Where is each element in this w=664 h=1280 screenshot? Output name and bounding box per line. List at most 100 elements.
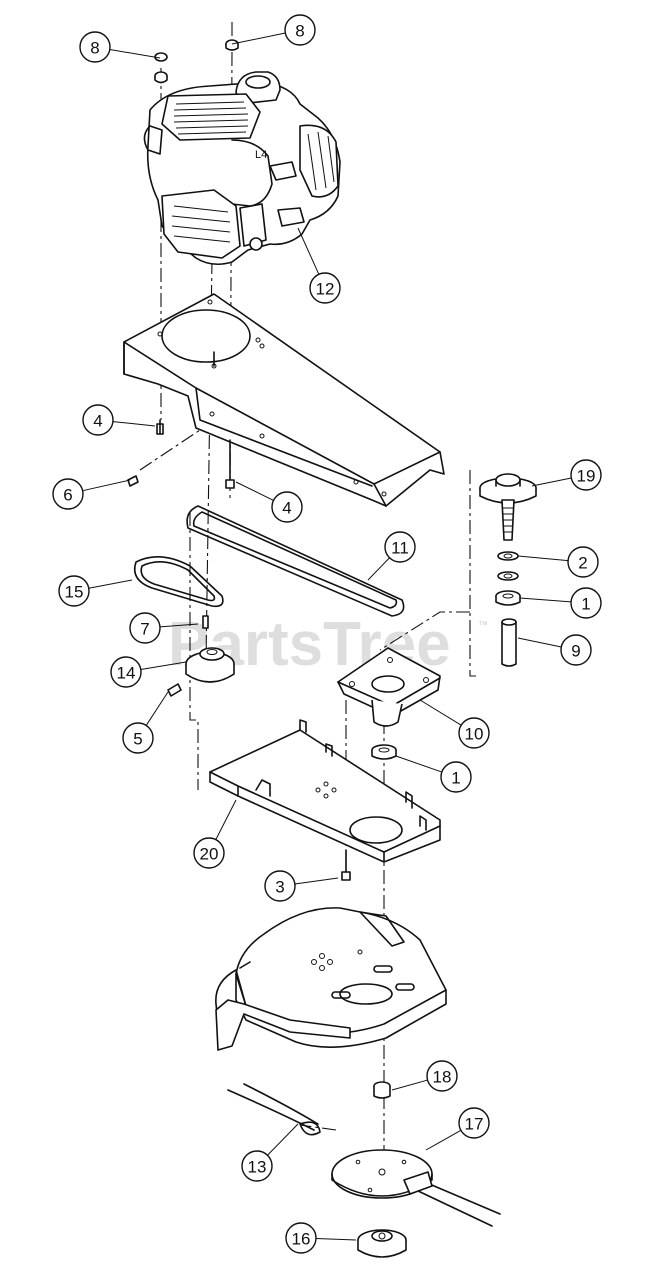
- callout-leader-line: [231, 32, 286, 45]
- callout-leader-line: [391, 1079, 428, 1091]
- screw-6: [127, 475, 139, 487]
- blade-disc-17: [331, 1149, 433, 1199]
- callout-20: 20: [193, 799, 237, 869]
- callout-16: 16: [285, 1222, 357, 1254]
- callout-6: 6: [52, 478, 131, 510]
- callout-leader-line: [531, 477, 572, 487]
- callout-leader-line: [215, 799, 237, 840]
- sleeve-9: [501, 618, 517, 667]
- callout-circle: [110, 656, 142, 688]
- bolt-3: [341, 849, 351, 881]
- engine-marking: L4: [255, 149, 267, 161]
- nut-8-left: [154, 52, 168, 84]
- callout-3: 3: [264, 870, 339, 902]
- callout-leader-line: [235, 481, 274, 501]
- callout-18: 18: [391, 1060, 458, 1092]
- callout-5: 5: [122, 691, 169, 754]
- callout-leader-line: [267, 1123, 299, 1156]
- callout-circle: [458, 717, 490, 749]
- callout-number: 8: [90, 39, 99, 58]
- callout-leader-line: [367, 557, 390, 581]
- bearing-1-lower: [371, 744, 397, 760]
- callout-leader-line: [109, 49, 161, 59]
- callout-14: 14: [110, 656, 187, 688]
- callout-number: 4: [282, 499, 291, 518]
- callout-number: 17: [465, 1115, 484, 1134]
- callout-circle: [570, 587, 602, 619]
- callout-circle: [567, 546, 599, 578]
- callout-number: 6: [63, 486, 72, 505]
- callout-circle: [79, 31, 111, 63]
- callout-leader-line: [517, 555, 569, 562]
- callout-circle: [52, 478, 84, 510]
- bolt-4-center: [225, 439, 235, 489]
- callout-circle: [193, 837, 225, 869]
- callout-number: 1: [451, 769, 460, 788]
- callout-number: 4: [93, 412, 102, 431]
- callout-15: 15: [58, 575, 133, 607]
- callout-circle: [285, 1222, 317, 1254]
- deck-shield: [215, 907, 447, 1051]
- callout-leader-line: [145, 691, 169, 726]
- callout-leader-line: [82, 479, 131, 492]
- bearing-1-upper: [495, 590, 521, 606]
- callout-circle: [560, 634, 592, 666]
- callout-leader-line: [112, 421, 156, 427]
- belt-15: [133, 556, 224, 608]
- callout-13: 13: [241, 1123, 299, 1182]
- callout-number: 18: [433, 1068, 452, 1087]
- callout-19: 19: [531, 459, 602, 491]
- hub-16: [357, 1229, 407, 1258]
- callout-number: 11: [391, 539, 409, 558]
- bearing-housing-10: [337, 647, 441, 727]
- callout-circle: [241, 1150, 273, 1182]
- mounting-plate-20: [209, 719, 441, 863]
- callout-leader-line: [517, 637, 562, 648]
- callout-8: 8: [79, 31, 161, 63]
- callout-17: 17: [425, 1107, 490, 1151]
- callout-10: 10: [419, 699, 490, 749]
- callout-leader-line: [88, 579, 133, 589]
- callout-leader-line: [395, 755, 443, 773]
- callout-number: 19: [577, 467, 596, 486]
- callout-number: 3: [275, 878, 284, 897]
- bolt-4-left: [156, 419, 164, 435]
- callout-2: 2: [517, 546, 599, 578]
- engine-mount-frame: [123, 293, 445, 507]
- callout-circle: [264, 870, 296, 902]
- callout-number: 5: [133, 730, 142, 749]
- washer-2: [497, 551, 519, 581]
- belt-11: [186, 505, 405, 617]
- callout-4: 4: [235, 481, 303, 523]
- callout-leader-line: [425, 1129, 462, 1151]
- callout-circle: [309, 272, 341, 304]
- callout-9: 9: [517, 634, 592, 666]
- engine-12: L4: [143, 71, 341, 266]
- callout-number: 1: [581, 595, 590, 614]
- callout-circle: [458, 1107, 490, 1139]
- callout-number: 2: [578, 554, 587, 573]
- key-7: [202, 615, 209, 629]
- callout-leader-line: [159, 623, 199, 628]
- callout-11: 11: [367, 531, 416, 581]
- callout-circle: [58, 575, 90, 607]
- callout-circle: [570, 459, 602, 491]
- callout-12: 12: [297, 227, 341, 304]
- callout-circle: [82, 404, 114, 436]
- callout-circle: [122, 722, 154, 754]
- watermark-trademark: ™: [478, 620, 488, 631]
- callout-1: 1: [395, 755, 472, 793]
- callout-number: 12: [316, 280, 335, 299]
- callout-number: 7: [140, 620, 149, 639]
- callout-leader-line: [315, 1238, 357, 1241]
- callout-leader-line: [519, 597, 572, 603]
- pulley-14: [185, 647, 235, 683]
- callout-number: 16: [292, 1230, 311, 1249]
- callout-8: 8: [231, 14, 316, 46]
- callout-leader-line: [294, 877, 339, 885]
- callout-circle: [271, 491, 303, 523]
- callout-number: 9: [571, 642, 580, 661]
- callout-4: 4: [82, 404, 156, 436]
